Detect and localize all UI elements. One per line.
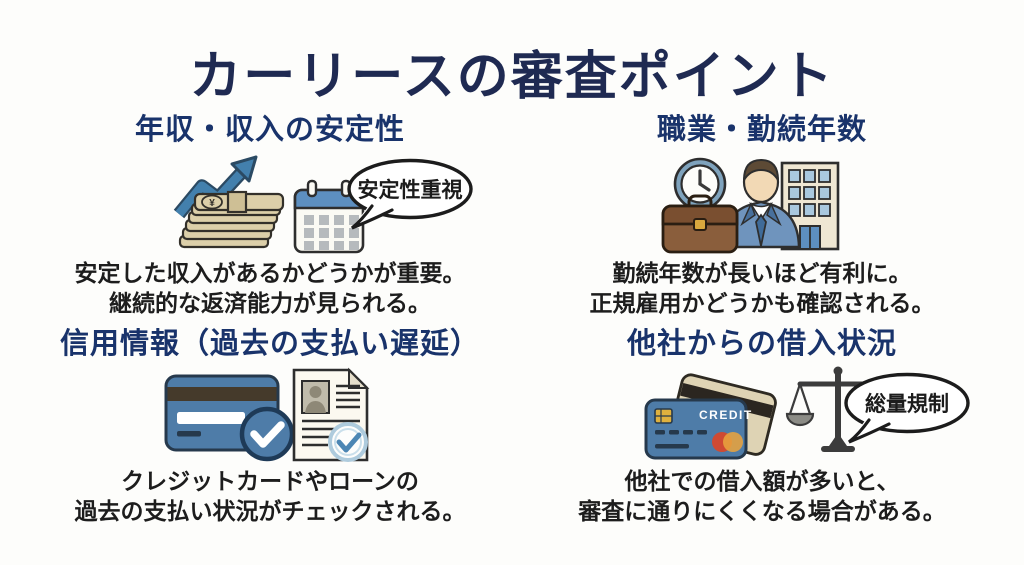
description-line: 正規雇用かどうかも確認される。 <box>589 290 935 316</box>
section-income: 年収・収入の安定性 ¥ <box>30 112 510 318</box>
credit-card-check-icon <box>164 374 295 462</box>
page-title: カーリースの審査ポイント <box>189 48 835 106</box>
card-brand-label: CREDIT <box>699 408 753 422</box>
description-line: 過去の支払い状況がチェックされる。 <box>74 498 466 524</box>
section-occupation-heading: 職業・勤続年数 <box>656 114 867 146</box>
credit-cards-icon: CREDIT <box>644 373 777 460</box>
clock-icon <box>673 157 727 211</box>
speech-bubble-regulation: 総量規制 <box>844 372 970 444</box>
section-credit-icons <box>30 366 510 462</box>
yen-symbol: ¥ <box>209 198 215 209</box>
section-credit-history: 信用情報（過去の支払い遅延） <box>30 326 510 526</box>
document-check-icon <box>292 367 370 462</box>
section-credit-description: クレジットカードやローンの 過去の支払い状況がチェックされる。 <box>30 466 510 526</box>
section-borrowing-heading: 他社からの借入状況 <box>626 328 897 360</box>
section-credit-heading: 信用情報（過去の支払い遅延） <box>59 328 480 360</box>
section-borrowing-icons: CREDIT <box>527 366 997 462</box>
calendar-icon <box>293 179 365 254</box>
description-line: 勤続年数が長いほど有利に。 <box>612 260 912 286</box>
bubble-label: 安定性重視 <box>358 178 463 202</box>
description-line: 安定した収入があるかどうかが重要。 <box>74 260 466 286</box>
section-income-description: 安定した収入があるかどうかが重要。 継続的な返済能力が見られる。 <box>30 258 510 318</box>
description-line: 他社での借入額が多いと、 <box>624 468 900 494</box>
section-borrowing-description: 他社での借入額が多いと、 審査に通りにくくなる場合がある。 <box>527 466 997 526</box>
bubble-label: 総量規制 <box>865 392 949 416</box>
briefcase-icon <box>661 194 739 254</box>
section-income-icons: ¥ 安定性重視 <box>30 152 510 254</box>
section-occupation: 職業・勤続年数 <box>527 112 997 318</box>
section-borrowing: 他社からの借入状況 CREDIT <box>527 326 997 526</box>
money-growth-icon: ¥ <box>173 155 285 249</box>
section-occupation-icons <box>527 152 997 254</box>
section-occupation-description: 勤続年数が長いほど有利に。 正規雇用かどうかも確認される。 <box>527 258 997 318</box>
speech-bubble-stability: 安定性重視 <box>347 158 473 230</box>
description-line: 審査に通りにくくなる場合がある。 <box>578 498 946 524</box>
section-income-heading: 年収・収入の安定性 <box>134 114 405 146</box>
description-line: クレジットカードやローンの <box>121 468 419 494</box>
businessman-icon <box>721 158 801 249</box>
description-line: 継続的な返済能力が見られる。 <box>109 290 431 316</box>
